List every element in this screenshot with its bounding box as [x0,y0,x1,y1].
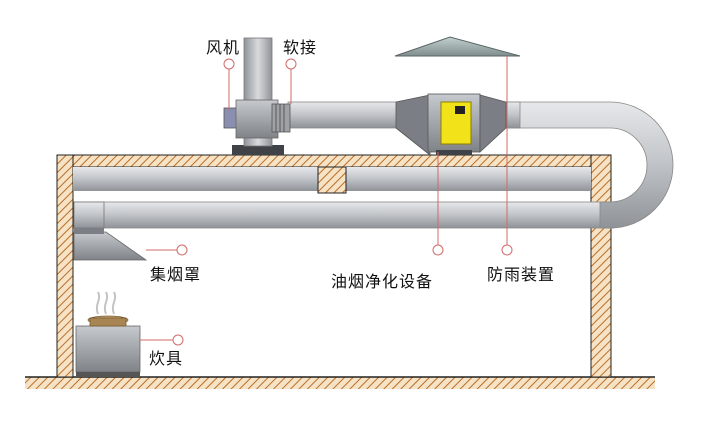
ground [25,376,655,389]
label-soft-joint: 软接 [283,38,318,57]
ceiling-duct [73,166,591,194]
label-hood: 集烟罩 [150,265,202,284]
fan-unit [223,37,284,155]
smoke-hood [73,228,148,261]
steam-icon [95,291,117,315]
rain-cover [394,36,521,57]
label-rain-cover: 防雨装置 [487,265,556,284]
stove-unit [75,291,141,377]
duct-return-bend [499,101,674,229]
label-purifier: 油烟净化设备 [331,272,434,291]
soft-joint [271,103,291,133]
label-fan: 风机 [206,38,241,57]
callout-lines [140,56,513,346]
label-stove: 炊具 [149,349,184,368]
oil-fume-purifier [395,93,507,156]
building-structure [56,154,612,378]
main-duct [73,201,615,229]
